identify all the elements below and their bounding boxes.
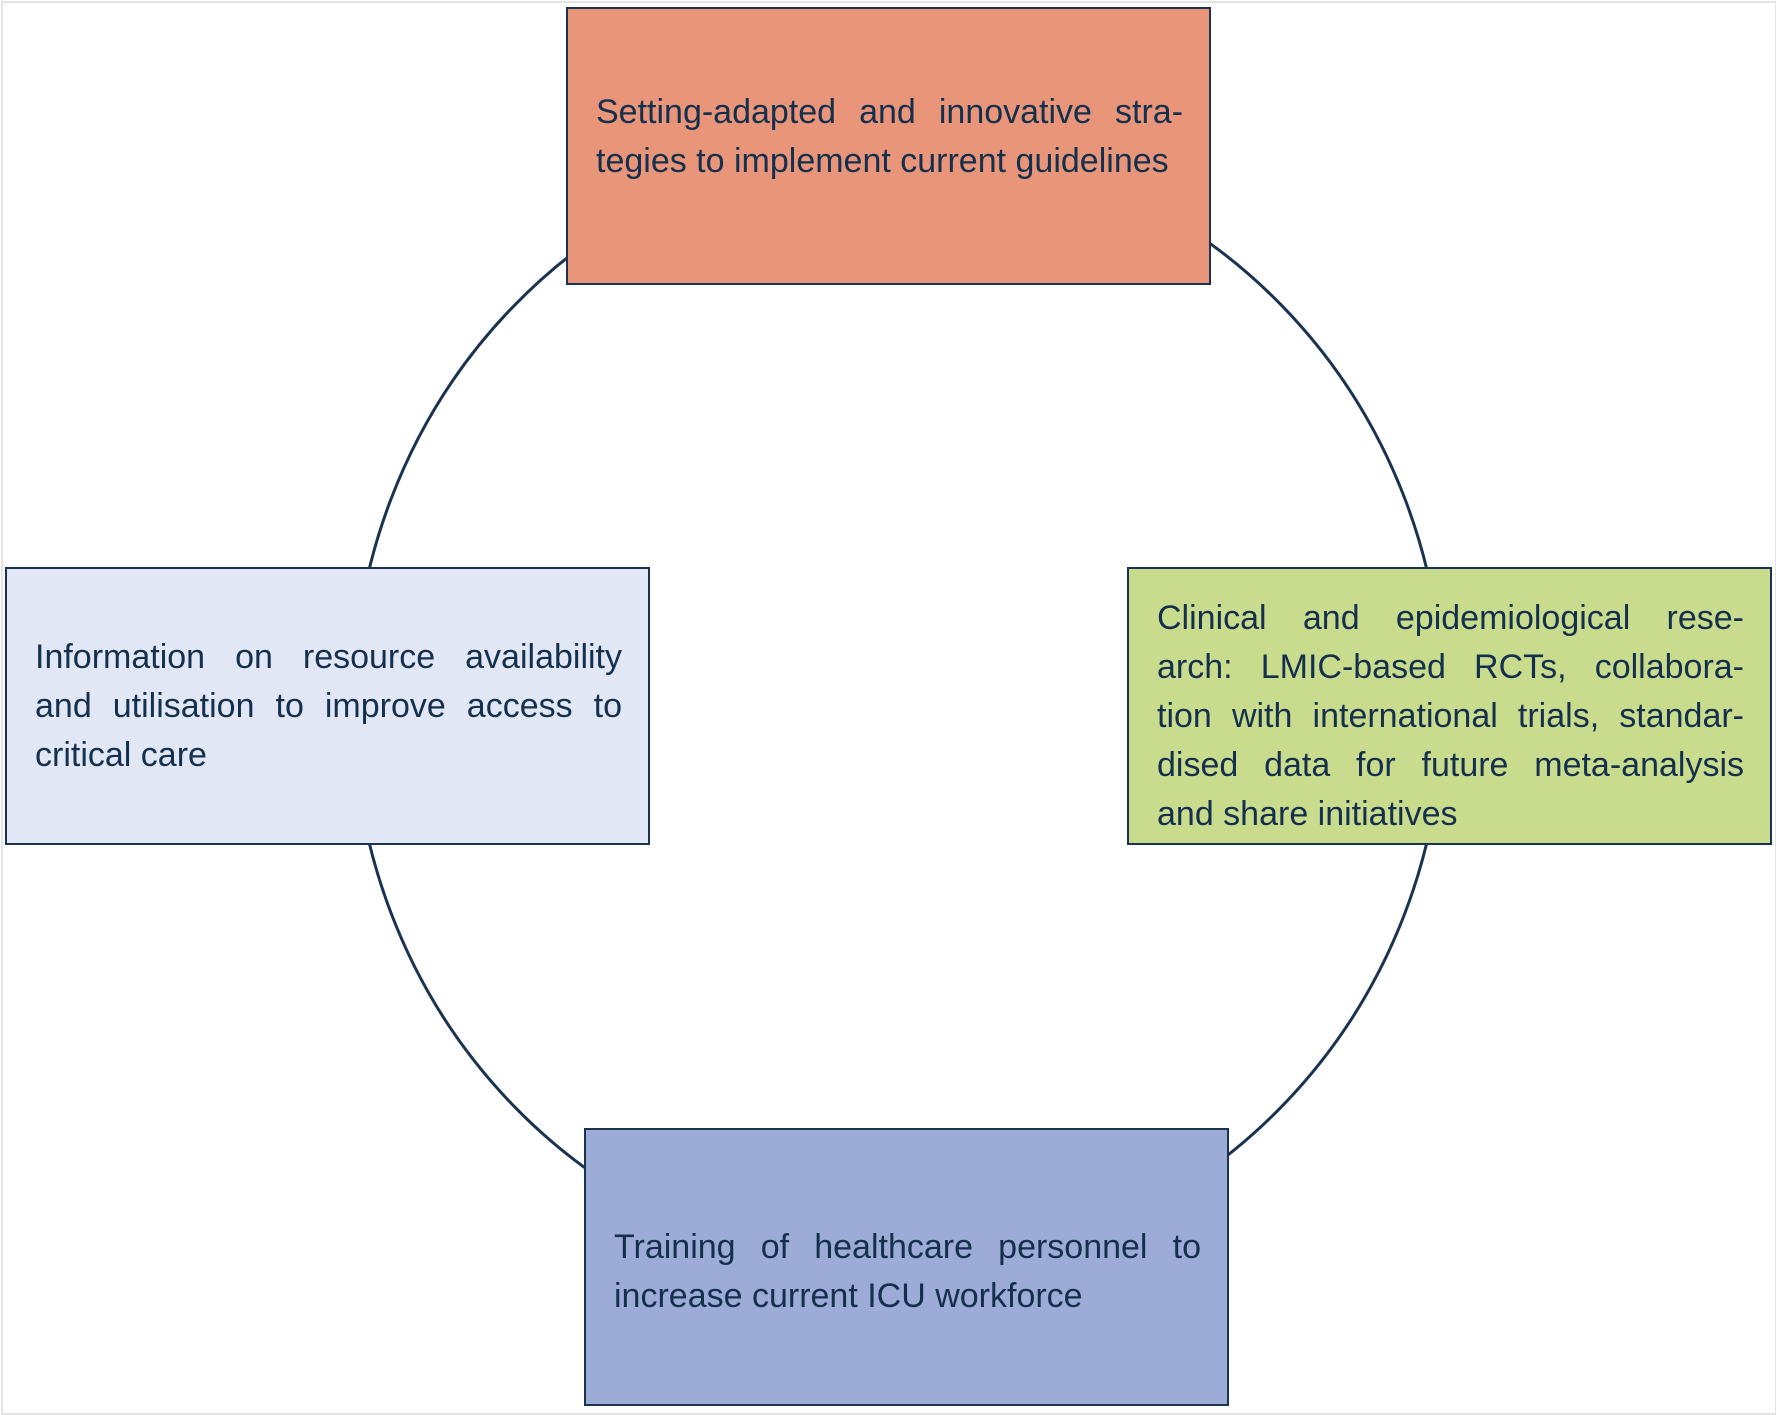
- box-line: and share initiatives: [1157, 794, 1458, 833]
- box-line: critical care: [35, 735, 207, 774]
- box-line: Setting-adapted and innovative stra-: [596, 93, 1183, 131]
- box-line: and utilisation to improve access to: [35, 686, 622, 725]
- box-line: tegies to implement current guidelines: [596, 142, 1169, 180]
- strategy-box-research: Clinical and epidemiological rese- arch:…: [1127, 567, 1772, 845]
- box-line: Clinical and epidemiological rese-: [1157, 598, 1744, 637]
- strategy-box-guidelines: Setting-adapted and innovative stra- teg…: [566, 7, 1211, 285]
- box-line: Information on resource availability: [35, 637, 622, 676]
- strategy-box-resources: Information on resource availability and…: [5, 567, 650, 845]
- box-line: arch: LMIC-based RCTs, collabora-: [1157, 647, 1744, 686]
- strategy-box-training: Training of healthcare personnel to incr…: [584, 1128, 1229, 1406]
- box-line: increase current ICU workforce: [614, 1277, 1083, 1315]
- box-line: Training of healthcare personnel to: [614, 1228, 1201, 1266]
- box-line: tion with international trials, standar-: [1157, 696, 1744, 735]
- box-line: dised data for future meta-analysis: [1157, 745, 1744, 784]
